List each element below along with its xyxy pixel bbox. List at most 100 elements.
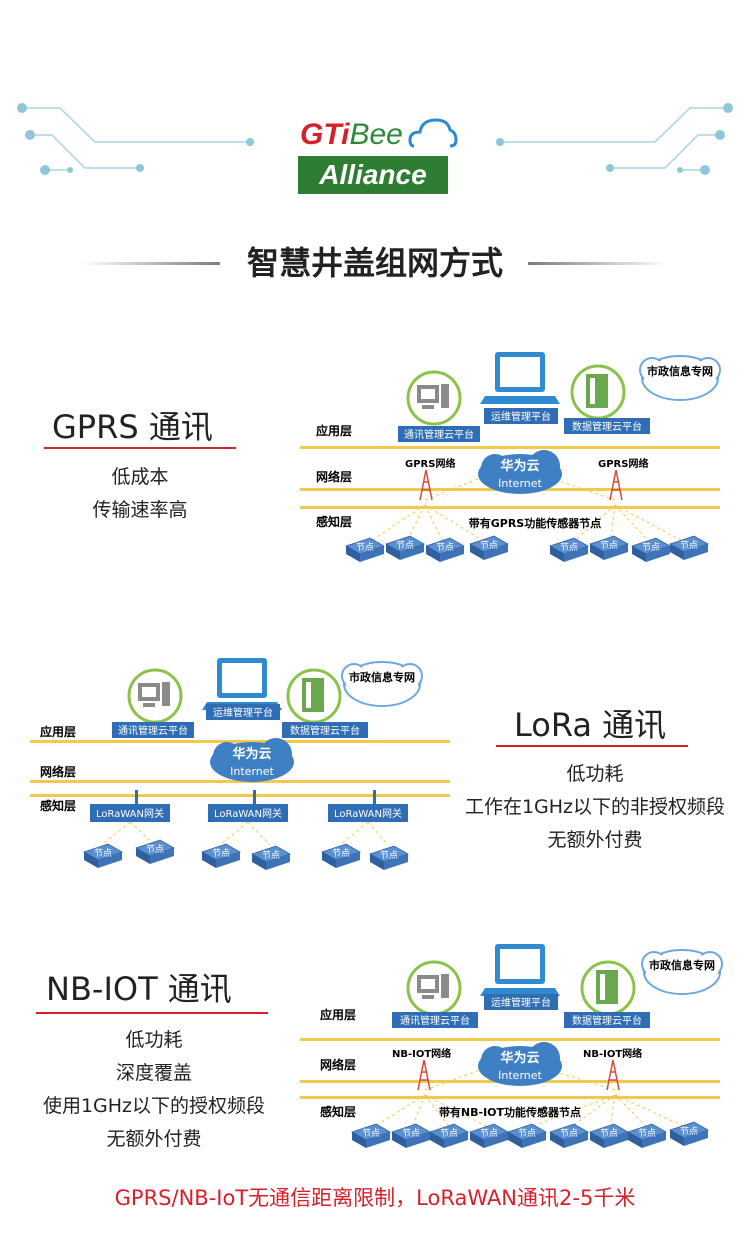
cloud-name: 华为云 bbox=[500, 458, 539, 474]
layer-label: 应用层 bbox=[40, 724, 76, 739]
gateway-label: LoRaWAN网关 bbox=[334, 807, 402, 820]
sensor-node: 节点 bbox=[321, 843, 361, 868]
dashed-links bbox=[101, 821, 389, 846]
node-group: 节点节点节点节点节点节点 bbox=[83, 839, 409, 870]
node-label: 节点 bbox=[560, 542, 578, 553]
layer-label: 感知层 bbox=[316, 514, 352, 529]
lora-feature: 低功耗 bbox=[566, 763, 624, 785]
node-group: 节点节点节点节点节点节点节点节点节点 bbox=[351, 1121, 709, 1148]
application-layer-line bbox=[300, 446, 720, 449]
application-layer-line bbox=[300, 1038, 720, 1041]
cloud-sub: Internet bbox=[498, 1069, 542, 1082]
gprs-feature: 低成本 bbox=[111, 466, 169, 488]
cloud-bubble-icon: 市政信息专网 bbox=[639, 355, 721, 401]
cloud-name: 华为云 bbox=[500, 1050, 539, 1066]
node-label: 节点 bbox=[638, 1128, 656, 1139]
layer-label: 感知层 bbox=[40, 798, 76, 813]
sensor-node: 节点 bbox=[627, 1123, 667, 1148]
sensor-node: 节点 bbox=[631, 537, 671, 562]
cloud-bubble-label: 市政信息专网 bbox=[349, 670, 415, 684]
node-label: 节点 bbox=[680, 540, 698, 551]
title-rule-right bbox=[528, 262, 668, 265]
nbiot-feature: 无额外付费 bbox=[106, 1128, 202, 1150]
platform-label: 数据管理云平台 bbox=[572, 1014, 642, 1027]
sensor-label: 带有NB-IOT功能传感器节点 bbox=[439, 1105, 581, 1119]
cloud-outline-icon bbox=[408, 118, 458, 148]
footer-note: GPRS/NB-IoT无通信距离限制，LoRaWAN通讯2-5千米 bbox=[114, 1186, 636, 1210]
platform-label: 运维管理平台 bbox=[213, 706, 273, 719]
tower-icon bbox=[419, 469, 433, 501]
cloud-sub: Internet bbox=[498, 477, 542, 490]
application-layer-line bbox=[30, 740, 450, 743]
dashed-links bbox=[364, 477, 691, 546]
gprs-feature: 传输速率高 bbox=[92, 499, 188, 521]
lora-title-underline bbox=[496, 745, 688, 747]
gprs-title: GPRS 通讯 bbox=[52, 408, 213, 446]
cloud-bubble-label: 市政信息专网 bbox=[647, 364, 713, 378]
tower-icon bbox=[609, 469, 623, 501]
dashed-links bbox=[371, 1069, 689, 1129]
node-label: 节点 bbox=[94, 848, 112, 859]
network-layer-line bbox=[30, 780, 450, 783]
lora-network-diagram: 应用层 网络层 感知层 市政信息专网 通讯管理云平台 运维管理平台 数据管理云平… bbox=[30, 658, 450, 870]
node-group: 节点节点节点节点节点节点节点节点 bbox=[345, 535, 709, 562]
layer-label: 网络层 bbox=[40, 764, 76, 779]
tower-icon bbox=[417, 1059, 431, 1091]
server-icon bbox=[580, 960, 636, 1016]
node-label: 节点 bbox=[396, 540, 414, 551]
computer-icon bbox=[406, 960, 462, 1016]
platform-label: 运维管理平台 bbox=[491, 996, 551, 1009]
title-rule-left bbox=[80, 262, 220, 265]
circuit-right-decoration bbox=[496, 103, 733, 175]
tower-label: GPRS网络 bbox=[598, 457, 648, 470]
layer-label: 网络层 bbox=[316, 469, 352, 484]
platform-label: 通讯管理云平台 bbox=[400, 1014, 470, 1027]
node-label: 节点 bbox=[480, 540, 498, 551]
cloud-name: 华为云 bbox=[232, 746, 271, 762]
nbiot-features: 低功耗 深度覆盖 使用1GHz以下的授权频段 无额外付费 bbox=[10, 1024, 298, 1156]
node-label: 节点 bbox=[212, 848, 230, 859]
cloud-bubble-label: 市政信息专网 bbox=[649, 958, 715, 972]
circuit-left-decoration bbox=[17, 103, 254, 175]
tower-icon bbox=[606, 1059, 620, 1091]
platform-label: 通讯管理云平台 bbox=[118, 724, 188, 737]
tower-label: NB-IOT网络 bbox=[392, 1047, 451, 1060]
layer-label: 感知层 bbox=[320, 1104, 356, 1119]
sensor-node: 节点 bbox=[83, 843, 123, 868]
sensor-node: 节点 bbox=[425, 537, 465, 562]
sensor-node: 节点 bbox=[251, 845, 291, 870]
platform-label: 数据管理云平台 bbox=[572, 420, 642, 433]
cloud-sub: Internet bbox=[230, 765, 274, 778]
platform-label: 通讯管理云平台 bbox=[404, 428, 474, 441]
sensor-node: 节点 bbox=[669, 535, 709, 560]
brand-name-right: Bee bbox=[349, 118, 403, 151]
sensor-node: 节点 bbox=[201, 843, 241, 868]
node-label: 节点 bbox=[480, 1128, 498, 1139]
huawei-cloud-icon: 华为云 Internet bbox=[210, 738, 294, 782]
sensor-node: 节点 bbox=[469, 1123, 509, 1148]
node-label: 节点 bbox=[600, 540, 618, 551]
cloud-bubble-icon: 市政信息专网 bbox=[341, 661, 423, 707]
nbiot-feature: 低功耗 bbox=[125, 1029, 183, 1051]
sensor-node: 节点 bbox=[369, 845, 409, 870]
network-layer-line-2 bbox=[300, 506, 720, 509]
node-label: 节点 bbox=[436, 542, 454, 553]
node-label: 节点 bbox=[332, 848, 350, 859]
brand-logo: GTiBee bbox=[300, 118, 450, 154]
tower-label: GPRS网络 bbox=[405, 457, 455, 470]
tower-label: NB-IOT网络 bbox=[583, 1047, 642, 1060]
network-layer-line-2 bbox=[300, 1096, 720, 1099]
node-label: 节点 bbox=[362, 1128, 380, 1139]
network-layer-line-2 bbox=[30, 794, 450, 797]
sensor-node: 节点 bbox=[469, 535, 509, 560]
laptop-icon bbox=[480, 352, 560, 404]
nbiot-network-diagram: 应用层 网络层 感知层 市政信息专网 通讯管理云平台 运维管理平台 数据管理云平… bbox=[300, 944, 723, 1148]
brand-logo-alliance: Alliance bbox=[298, 156, 448, 194]
sensor-node: 节点 bbox=[507, 1123, 547, 1148]
computer-icon bbox=[127, 668, 183, 724]
sensor-node: 节点 bbox=[429, 1123, 469, 1148]
cloud-bubble-icon: 市政信息专网 bbox=[641, 949, 723, 995]
lora-feature: 工作在1GHz以下的非授权频段 bbox=[464, 796, 726, 818]
layer-label: 应用层 bbox=[316, 423, 352, 438]
sensor-node: 节点 bbox=[669, 1121, 709, 1146]
